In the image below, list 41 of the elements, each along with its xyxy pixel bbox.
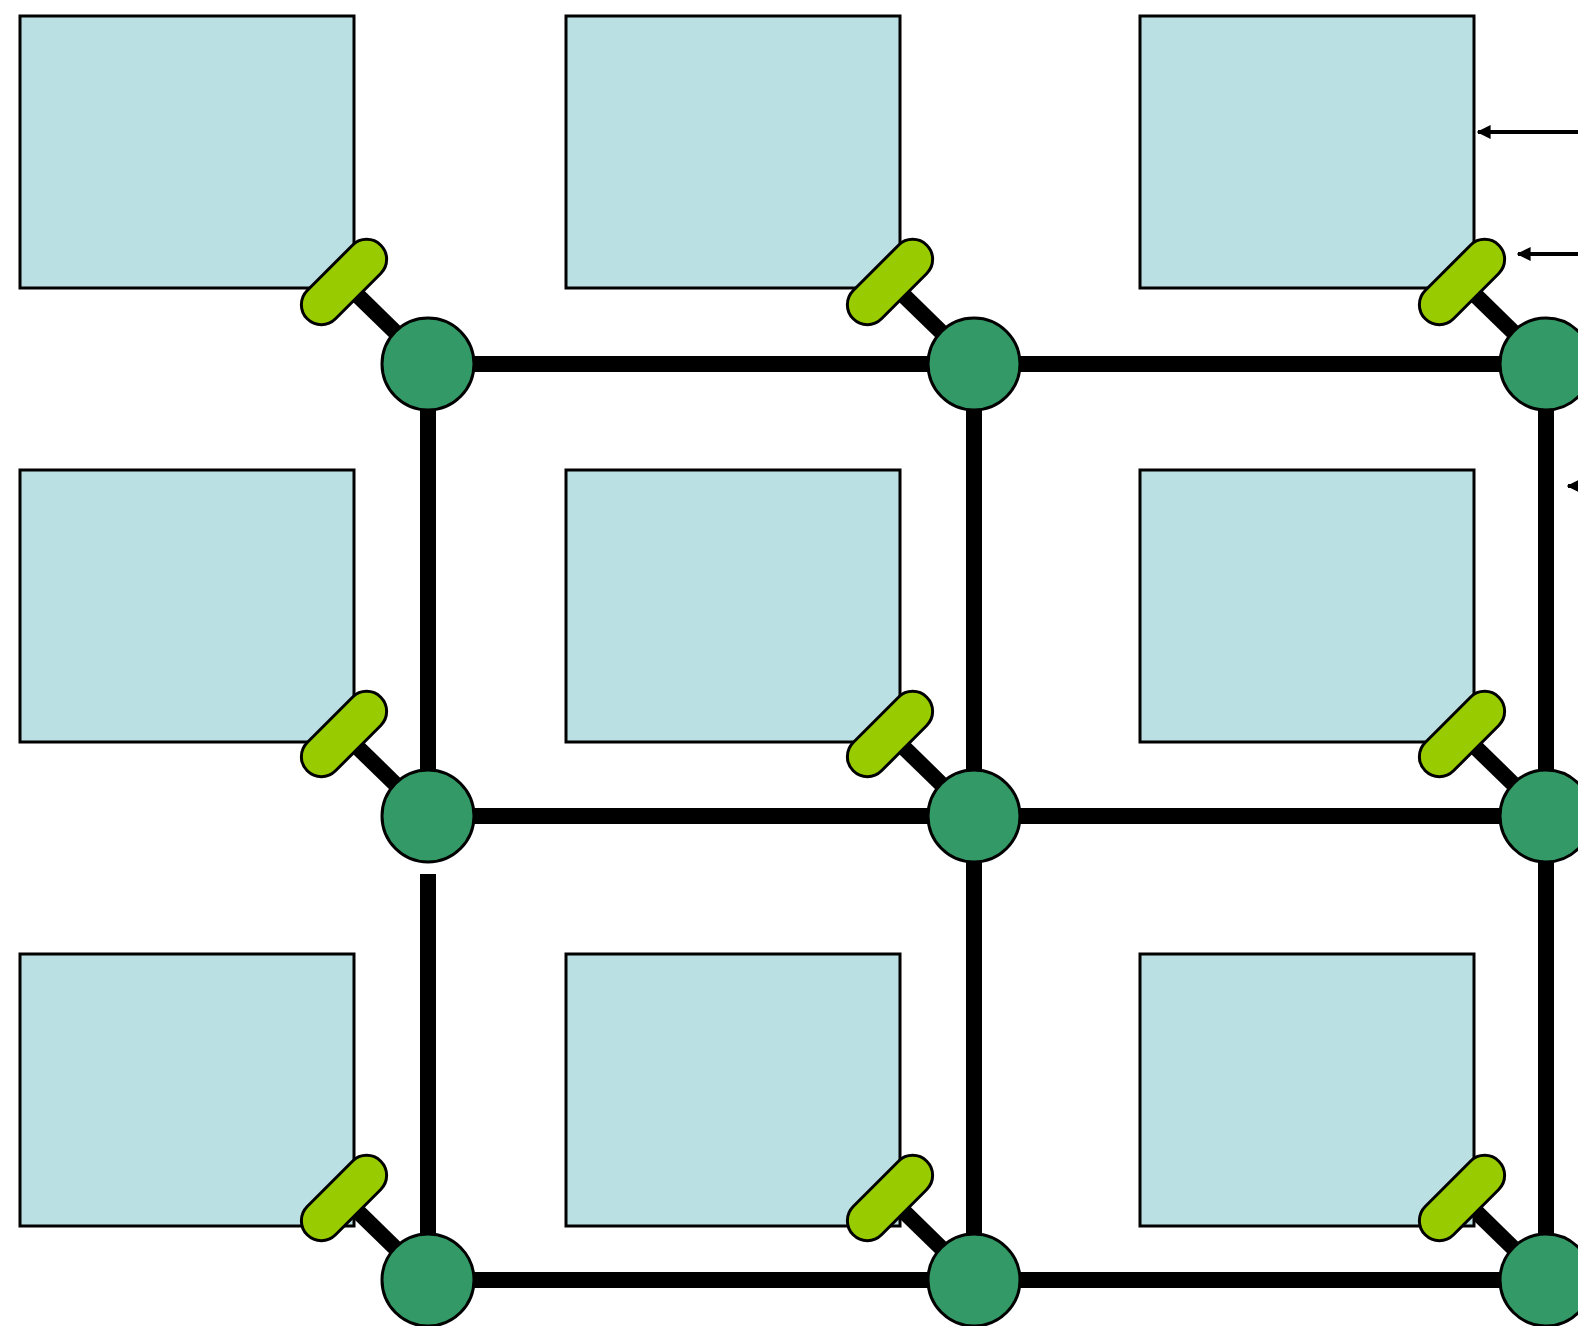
link-line bbox=[474, 808, 928, 824]
link-line bbox=[966, 410, 982, 770]
tile-block bbox=[18, 14, 356, 290]
link-line bbox=[1470, 742, 1519, 790]
link-line bbox=[898, 290, 947, 338]
tile-block bbox=[564, 14, 902, 290]
tile-block bbox=[18, 952, 356, 1228]
tile-block bbox=[1138, 468, 1476, 744]
link-line bbox=[898, 1206, 947, 1254]
link-line bbox=[352, 1206, 401, 1254]
tile-block bbox=[564, 468, 902, 744]
link-line bbox=[898, 742, 947, 790]
link-line bbox=[1020, 356, 1500, 372]
tile-block bbox=[1138, 14, 1476, 290]
tile-block bbox=[564, 952, 902, 1228]
link-line bbox=[1020, 808, 1500, 824]
tile-block bbox=[1138, 952, 1476, 1228]
router-node bbox=[380, 768, 476, 864]
router-node bbox=[926, 316, 1022, 412]
link-line bbox=[352, 742, 401, 790]
link-line bbox=[966, 862, 982, 1234]
leader-arrow bbox=[1516, 247, 1578, 261]
router-node bbox=[926, 1232, 1022, 1326]
link-line bbox=[420, 874, 436, 1234]
link-line bbox=[1538, 862, 1554, 1234]
link-line bbox=[1538, 410, 1554, 770]
router-node bbox=[1498, 316, 1578, 412]
router-node bbox=[1498, 1232, 1578, 1326]
router-node bbox=[380, 1232, 476, 1326]
tile-block bbox=[18, 468, 356, 744]
router-node bbox=[1498, 768, 1578, 864]
router-node bbox=[380, 316, 476, 412]
router-node bbox=[926, 768, 1022, 864]
leader-arrow bbox=[1476, 125, 1578, 139]
link-line bbox=[474, 1272, 928, 1288]
link-line bbox=[1020, 1272, 1500, 1288]
link-line bbox=[352, 290, 401, 338]
link-line bbox=[474, 356, 928, 372]
link-line bbox=[1470, 290, 1519, 338]
link-line bbox=[420, 410, 436, 770]
link-line bbox=[1470, 1206, 1519, 1254]
